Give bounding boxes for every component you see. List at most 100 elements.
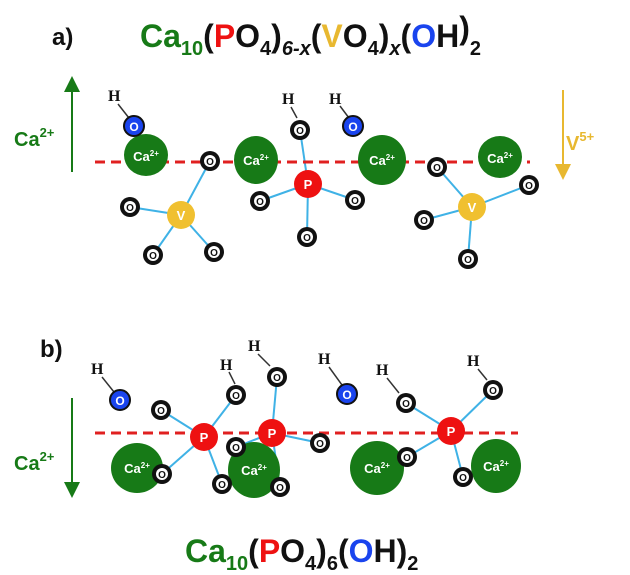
oxygen-atoms-a: O O O O O O O O O O O O xyxy=(120,120,539,269)
oxygen-atom: O xyxy=(151,400,171,420)
oxygen-atom: O xyxy=(397,447,417,467)
oxygen-atom: O xyxy=(396,393,416,413)
oxygen-atom: O xyxy=(270,477,290,497)
svg-text:O: O xyxy=(157,406,165,417)
hydroxyl-group: H O xyxy=(318,351,358,405)
v-atom: V xyxy=(458,193,486,221)
v-atom: V xyxy=(167,201,195,229)
hydroxyl-group: H O xyxy=(91,361,131,411)
oxygen-atom: O xyxy=(212,474,232,494)
ca-atom: Ca2+ xyxy=(234,136,278,184)
oxygen-atom: O xyxy=(519,175,539,195)
svg-text:O: O xyxy=(158,470,166,481)
svg-text:H: H xyxy=(318,351,331,368)
v-arrow-label: V5+ xyxy=(566,129,595,155)
hydrogen-label: H xyxy=(467,353,488,381)
hydrogen-label: H xyxy=(376,362,400,394)
svg-text:Ca2+: Ca2+ xyxy=(133,149,159,164)
p-atom: P xyxy=(437,417,465,445)
svg-text:V: V xyxy=(177,208,186,223)
oxygen-atom: O xyxy=(226,437,246,457)
formula-b: Ca10(PO4)6(OH)2 xyxy=(185,533,418,575)
ca-atom: Ca2+ xyxy=(358,135,406,185)
p-atom: P xyxy=(294,170,322,198)
svg-text:O: O xyxy=(206,157,214,168)
panel-a-label: a) xyxy=(52,24,73,51)
hydroxyl-group: H xyxy=(282,91,298,119)
svg-text:V: V xyxy=(468,200,477,215)
svg-text:O: O xyxy=(115,394,124,408)
svg-text:O: O xyxy=(342,388,351,402)
svg-text:O: O xyxy=(276,483,284,494)
svg-text:O: O xyxy=(210,248,218,259)
ca-atom: Ca2+ xyxy=(471,439,521,493)
hydrogen-label: H xyxy=(248,338,271,367)
panel-b-label: b) xyxy=(40,336,63,363)
oxygen-atom: O xyxy=(414,210,434,230)
svg-text:O: O xyxy=(403,453,411,464)
svg-text:P: P xyxy=(304,177,313,192)
oxygen-atom: O xyxy=(120,197,140,217)
hydroxyl-group: H O xyxy=(329,91,364,137)
svg-text:O: O xyxy=(303,233,311,244)
formula-a: Ca10(PO4)6-x(VO4)x(OH)2 xyxy=(140,10,481,60)
oxygen-atom: O xyxy=(297,227,317,247)
oxygen-atom: O xyxy=(483,380,503,400)
oxygen-atoms-b: O O O O O O O O O O O O xyxy=(151,367,503,497)
oxygen-atom: O xyxy=(290,120,310,140)
svg-text:H: H xyxy=(376,362,389,379)
svg-text:O: O xyxy=(433,163,441,174)
svg-text:O: O xyxy=(218,480,226,491)
svg-text:O: O xyxy=(525,181,533,192)
svg-text:Ca2+: Ca2+ xyxy=(487,151,513,166)
hydroxyl-group: H O xyxy=(108,88,145,137)
oxygen-atom: O xyxy=(226,385,246,405)
svg-text:Ca2+: Ca2+ xyxy=(364,461,390,476)
svg-text:O: O xyxy=(232,443,240,454)
svg-text:O: O xyxy=(129,120,138,134)
svg-text:H: H xyxy=(220,357,233,374)
oxygen-atom: O xyxy=(152,464,172,484)
svg-text:O: O xyxy=(348,120,357,134)
panel-b: b) Ca2+ Ca2+ xyxy=(14,336,521,575)
oxygen-atom: O xyxy=(204,242,224,262)
svg-text:O: O xyxy=(273,373,281,384)
svg-text:P: P xyxy=(268,426,277,441)
svg-text:H: H xyxy=(329,91,342,108)
svg-text:H: H xyxy=(91,361,104,378)
p-atom: P xyxy=(190,423,218,451)
oxygen-atom: O xyxy=(143,245,163,265)
svg-text:O: O xyxy=(489,386,497,397)
svg-text:H: H xyxy=(248,338,261,355)
oxygen-atom: O xyxy=(453,467,473,487)
ca-atom: Ca2+ xyxy=(228,442,280,498)
svg-text:P: P xyxy=(200,430,209,445)
svg-text:O: O xyxy=(232,391,240,402)
svg-text:H: H xyxy=(467,353,480,370)
ca-atom: Ca2+ xyxy=(124,134,168,176)
svg-text:Ca2+: Ca2+ xyxy=(483,459,509,474)
svg-text:O: O xyxy=(316,439,324,450)
hydrogen-label: H xyxy=(220,357,236,385)
svg-text:O: O xyxy=(459,473,467,484)
ca-atoms-b: Ca2+ Ca2+ Ca2+ Ca2+ xyxy=(111,439,521,498)
svg-text:Ca2+: Ca2+ xyxy=(124,461,150,476)
oxygen-atom: O xyxy=(345,190,365,210)
ca-arrow-label-b: Ca2+ xyxy=(14,449,55,475)
svg-text:O: O xyxy=(149,251,157,262)
svg-text:O: O xyxy=(402,399,410,410)
oxygen-atom: O xyxy=(200,151,220,171)
svg-text:O: O xyxy=(420,216,428,227)
svg-text:O: O xyxy=(296,126,304,137)
svg-text:H: H xyxy=(108,88,121,105)
p-atom: P xyxy=(258,419,286,447)
ca-atom: Ca2+ xyxy=(111,443,163,493)
oxygen-atom: O xyxy=(458,249,478,269)
oxygen-atom: O xyxy=(267,367,287,387)
oxygen-atom: O xyxy=(427,157,447,177)
ca-arrow-label-a: Ca2+ xyxy=(14,125,55,151)
svg-text:O: O xyxy=(126,203,134,214)
svg-text:H: H xyxy=(282,91,295,108)
oxygen-atom: O xyxy=(310,433,330,453)
